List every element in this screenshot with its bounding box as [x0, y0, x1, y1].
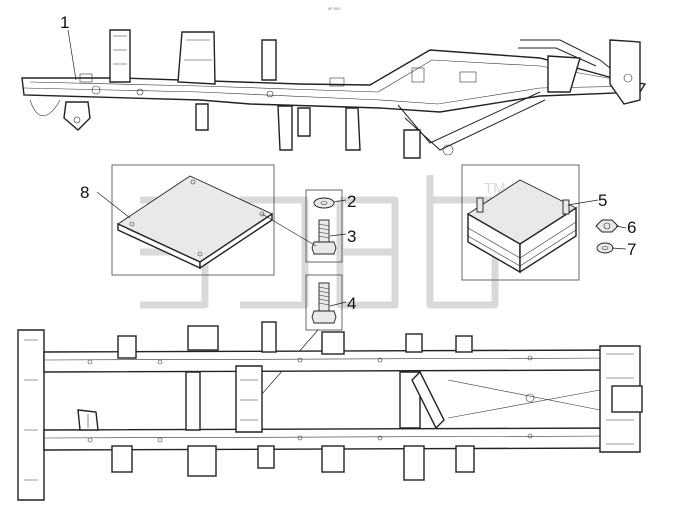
lock-washer [596, 242, 614, 254]
plate-detail-box [111, 164, 275, 276]
long-bolt-detail-box [305, 274, 343, 331]
callout-8: 8 [80, 183, 89, 202]
header-code: 4P 000 [328, 6, 341, 11]
callout-3: 3 [347, 227, 356, 246]
leader-6 [615, 225, 627, 229]
leader-3 [329, 233, 347, 237]
callout-6: 6 [627, 218, 636, 237]
watermark [140, 175, 499, 309]
leader-1 [67, 29, 77, 81]
plate [117, 175, 273, 270]
leader-7 [611, 247, 627, 250]
bolt-short [311, 219, 337, 255]
bolt-detail-box [305, 189, 343, 263]
leader-plate-bolt [261, 213, 317, 247]
nut [595, 219, 619, 233]
bolt-long [311, 282, 337, 324]
rubber-pad [467, 179, 577, 274]
callout-4: 4 [347, 294, 356, 313]
leader-5 [567, 199, 599, 206]
leader-8 [96, 191, 131, 219]
leader-2 [333, 199, 347, 203]
callout-2: 2 [347, 192, 356, 211]
pad-detail-box [461, 164, 580, 281]
callout-5: 5 [598, 191, 607, 210]
side-view-frame [21, 29, 647, 159]
plan-view-frame [17, 321, 643, 501]
callout-7: 7 [627, 240, 636, 259]
washer [313, 197, 335, 209]
leader-4 [329, 301, 347, 307]
callout-1: 1 [60, 13, 69, 32]
